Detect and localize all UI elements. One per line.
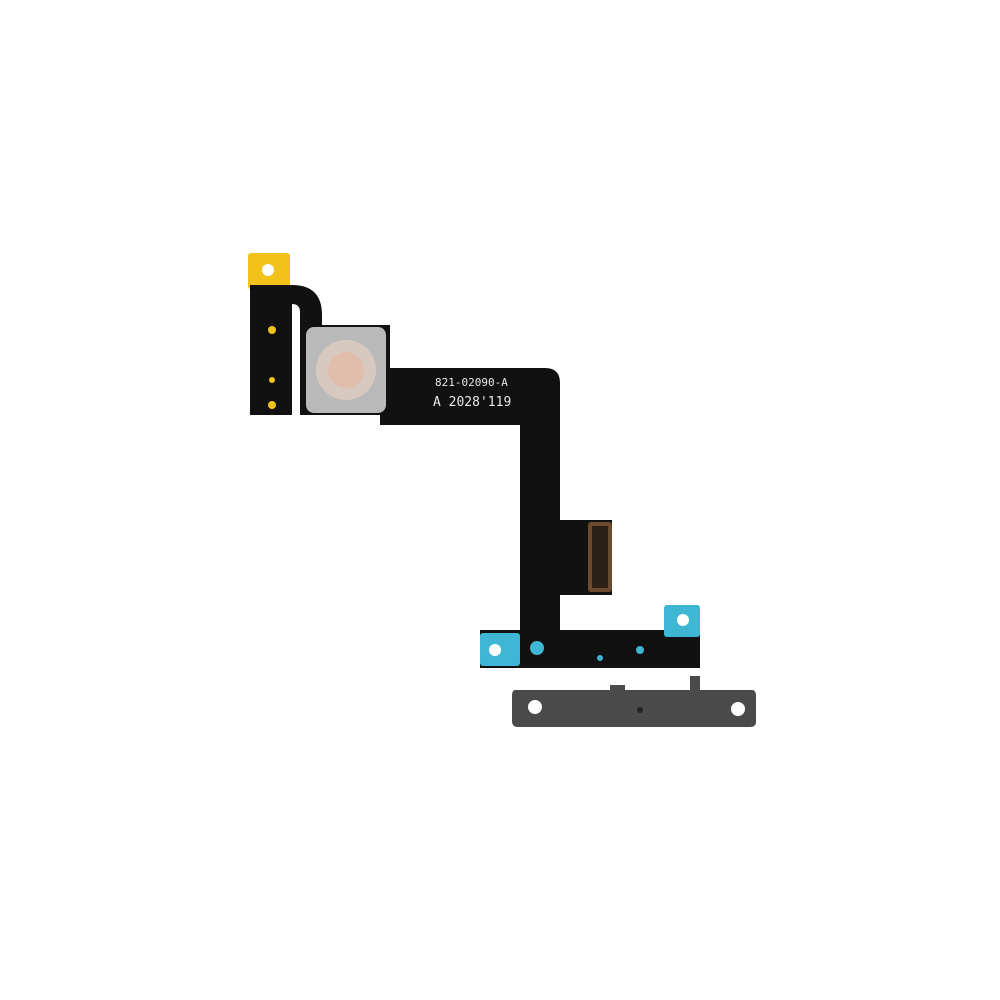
metal-button-bracket <box>512 676 756 727</box>
cyan-adhesive-pads <box>480 605 700 666</box>
led-flash-assembly <box>306 327 386 413</box>
left-flex-strip <box>250 285 322 415</box>
batch-code-label: A 2028'119 <box>433 395 511 410</box>
part-number-label: 821-02090-A <box>435 376 508 389</box>
board-connector <box>588 522 612 592</box>
